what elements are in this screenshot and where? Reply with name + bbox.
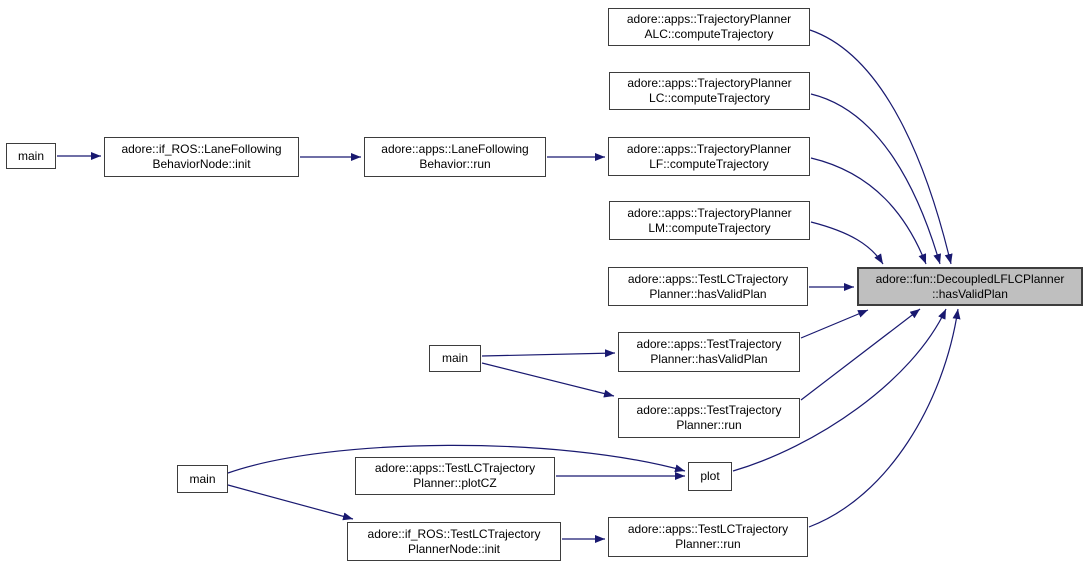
edge-main3-to-plot (227, 444, 686, 474)
edge-testtrajectoryplanner-run-to-hasvalidplan (800, 308, 921, 401)
node-testlctrajectoryplanner-hasvalidplan[interactable]: adore::apps::TestLCTrajectory Planner::h… (608, 267, 808, 306)
node-if-ros-lanefollowingbehaviornode-init[interactable]: adore::if_ROS::LaneFollowing BehaviorNod… (104, 137, 299, 177)
edge-trajectoryplanner-lm-to-hasvalidplan (810, 221, 884, 265)
edge-main2-to-testtrajectoryplanner-run (481, 362, 615, 398)
node-testtrajectoryplanner-run[interactable]: adore::apps::TestTrajectory Planner::run (618, 398, 800, 438)
node-testlctrajectoryplanner-plotcz[interactable]: adore::apps::TestLCTrajectory Planner::p… (355, 457, 555, 495)
node-main-2[interactable]: main (429, 345, 481, 372)
node-main-3[interactable]: main (177, 465, 228, 493)
edge-main3-to-testlctrajectoryplannernode-init (227, 484, 354, 521)
node-apps-lanefollowingbehavior-run[interactable]: adore::apps::LaneFollowing Behavior::run (364, 137, 546, 177)
edge-testlctrajectoryplanner-run-to-hasvalidplan (808, 308, 961, 528)
node-testtrajectoryplanner-hasvalidplan[interactable]: adore::apps::TestTrajectory Planner::has… (618, 332, 800, 372)
edge-trajectoryplanner-alc-to-hasvalidplan (809, 29, 953, 265)
node-trajectoryplanner-lm-computetrajectory[interactable]: adore::apps::TrajectoryPlanner LM::compu… (609, 201, 810, 240)
node-main-1[interactable]: main (6, 143, 56, 169)
edge-main2-to-testtrajectoryplanner-hasvalidplan (481, 349, 616, 358)
edge-testtrajectoryplanner-hasvalidplan-to-hasvalidplan (800, 309, 869, 339)
node-plot[interactable]: plot (688, 462, 732, 491)
edge-plot-to-hasvalidplan (732, 308, 947, 472)
node-if-ros-testlctrajectoryplannernode-init[interactable]: adore::if_ROS::TestLCTrajectory PlannerN… (347, 522, 561, 561)
node-trajectoryplanner-lc-computetrajectory[interactable]: adore::apps::TrajectoryPlanner LC::compu… (609, 72, 810, 110)
edge-trajectoryplanner-lf-to-hasvalidplan (810, 157, 927, 265)
node-testlctrajectoryplanner-run[interactable]: adore::apps::TestLCTrajectory Planner::r… (608, 517, 808, 557)
node-trajectoryplanner-lf-computetrajectory[interactable]: adore::apps::TrajectoryPlanner LF::compu… (608, 137, 810, 176)
node-trajectoryplanner-alc-computetrajectory[interactable]: adore::apps::TrajectoryPlanner ALC::comp… (608, 8, 810, 46)
edge-trajectoryplanner-lc-to-hasvalidplan (810, 93, 942, 265)
node-decoupledlflcplanner-hasvalidplan: adore::fun::DecoupledLFLCPlanner ::hasVa… (857, 267, 1083, 306)
